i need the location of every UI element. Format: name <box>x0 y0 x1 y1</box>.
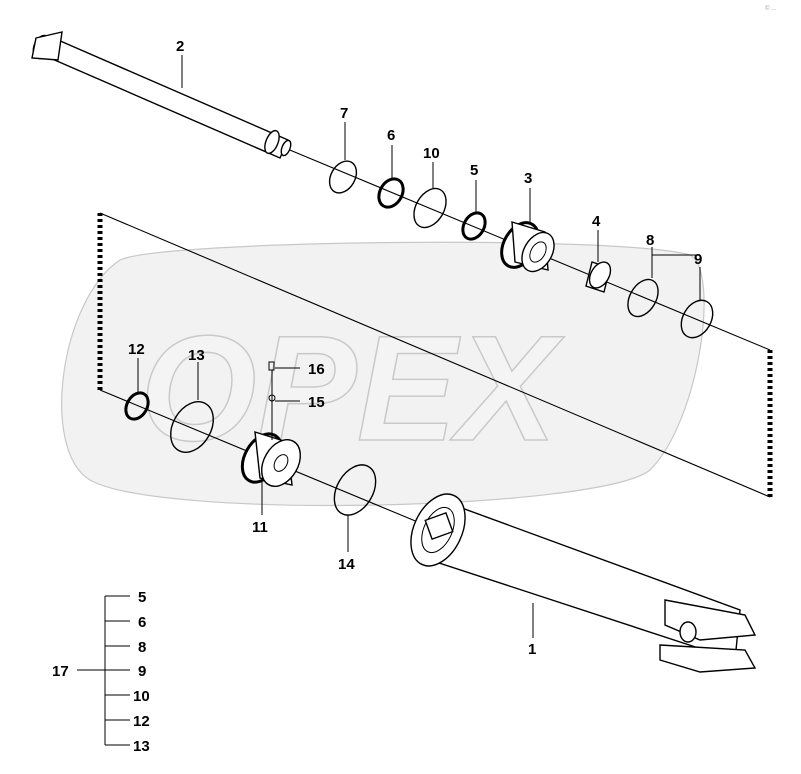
ring-9 <box>680 299 714 339</box>
cylinder-barrel <box>410 493 757 673</box>
seal-6 <box>377 177 405 209</box>
label-10: 10 <box>423 145 440 162</box>
rod-end <box>31 31 63 61</box>
ring-13 <box>170 401 214 453</box>
bushing <box>585 261 612 293</box>
piston-front <box>260 439 302 487</box>
watermark: OPEX <box>61 241 705 507</box>
label-15: 15 <box>308 394 325 411</box>
kit-item: 9 <box>138 663 146 680</box>
ring-7 <box>328 160 358 194</box>
kit-item: 13 <box>133 738 150 755</box>
label-4: 4 <box>592 213 601 230</box>
ring-10 <box>413 187 447 229</box>
label-8: 8 <box>646 232 654 249</box>
rod-tip <box>280 139 292 157</box>
clevis-lower <box>659 644 757 673</box>
label-14: 14 <box>338 556 355 573</box>
ring-8 <box>627 278 659 318</box>
label-6: 6 <box>387 127 395 144</box>
clevis-bushing <box>679 621 697 643</box>
rod-body <box>49 39 289 159</box>
gland-front <box>521 231 555 273</box>
barrel-port <box>424 511 454 541</box>
gland-bore <box>529 241 547 263</box>
label-5: 5 <box>470 162 478 179</box>
label-7: 7 <box>340 105 348 122</box>
connector-line <box>99 212 771 498</box>
label-16: 16 <box>308 361 325 378</box>
corner-code: © ... <box>765 5 776 12</box>
watermark-gear-outline <box>61 241 705 507</box>
label-1: 1 <box>528 641 536 658</box>
piston-rod <box>31 31 292 159</box>
kit-label-17: 17 <box>52 663 69 680</box>
kit-item: 10 <box>133 688 150 705</box>
kit-item: 8 <box>138 639 146 656</box>
seal-12 <box>124 391 150 421</box>
label-11: 11 <box>252 519 268 536</box>
label-13: 13 <box>188 347 205 364</box>
bushing-face <box>588 261 612 289</box>
kit-item: 6 <box>138 614 146 631</box>
kit-item: 12 <box>133 713 150 730</box>
barrel-bore <box>421 506 455 554</box>
watermark-text: OPEX <box>140 304 565 472</box>
piston <box>240 431 302 487</box>
label-12: 12 <box>128 341 145 358</box>
rod-shoulder <box>264 129 280 155</box>
gland <box>500 221 555 273</box>
seal-5 <box>461 211 487 241</box>
kit-bracket: 17 5 6 8 9 10 12 13 <box>52 589 150 755</box>
label-3: 3 <box>524 170 532 187</box>
label-2: 2 <box>176 38 184 55</box>
ring-14 <box>333 464 377 516</box>
piston-bore <box>273 454 289 472</box>
kit-item: 5 <box>138 589 146 606</box>
label-9: 9 <box>694 251 702 268</box>
